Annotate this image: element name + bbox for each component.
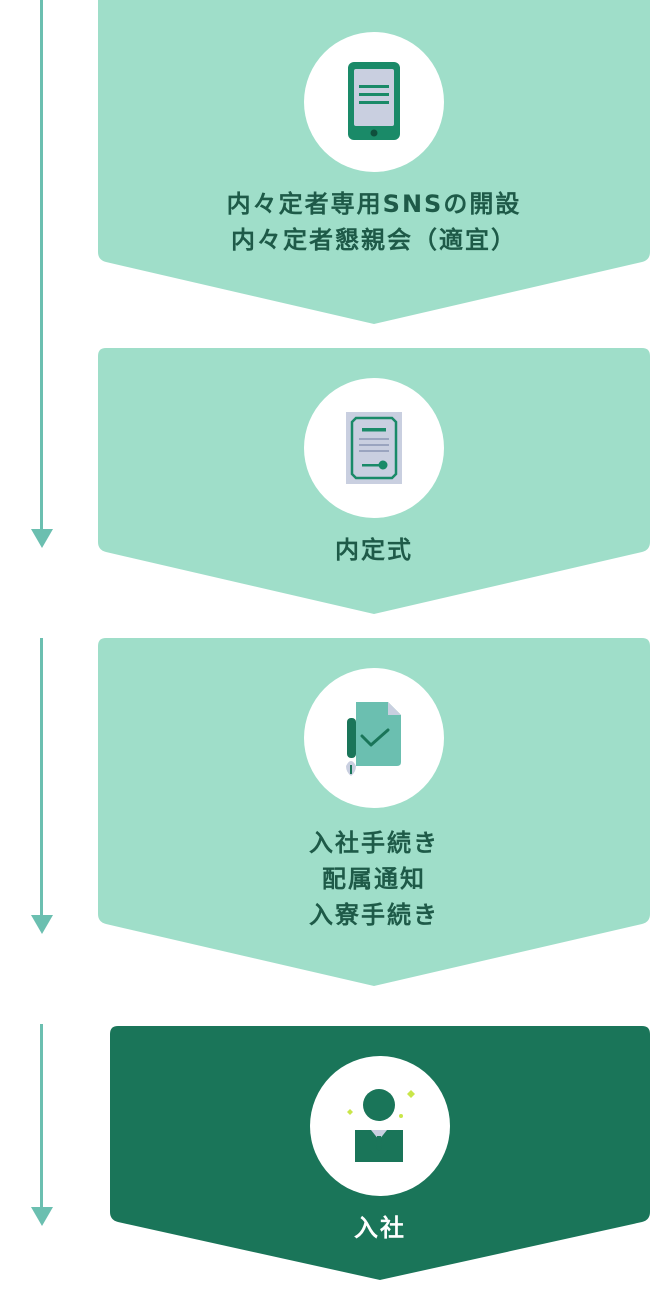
step-joining-company: 入社 bbox=[110, 1026, 650, 1280]
step-label-line: 内々定者専用SNSの開設 bbox=[226, 190, 522, 218]
step-label-line: 内々定者懇親会（適宜） bbox=[231, 226, 517, 254]
step-label-line: 入社手続き bbox=[309, 829, 439, 857]
step-label-line: 入寮手続き bbox=[309, 901, 439, 929]
icon-circle bbox=[304, 32, 444, 172]
step-sns-gathering: 内々定者専用SNSの開設 内々定者懇親会（適宜） bbox=[98, 0, 650, 324]
timeline-arrow-head-2 bbox=[31, 915, 53, 934]
step-naitei-ceremony: 内定式 bbox=[98, 348, 650, 614]
step-panel bbox=[98, 638, 650, 986]
step-label: 内定式 bbox=[98, 532, 650, 568]
icon-circle bbox=[310, 1056, 450, 1196]
signed-document-icon bbox=[346, 702, 401, 776]
step-label-line: 配属通知 bbox=[322, 865, 426, 893]
step-label: 入社手続き 配属通知 入寮手続き bbox=[98, 825, 650, 933]
timeline-arrow-line-3 bbox=[40, 1024, 43, 1210]
timeline-arrow-line-1 bbox=[40, 0, 43, 532]
step-label-line: 入社 bbox=[354, 1214, 406, 1242]
icon-circle bbox=[304, 378, 444, 518]
step-label-line: 内定式 bbox=[335, 536, 413, 564]
new-employee-icon bbox=[347, 1089, 415, 1162]
smartphone-icon bbox=[348, 62, 400, 140]
certificate-icon bbox=[346, 412, 402, 484]
step-onboarding-procedures: 入社手続き 配属通知 入寮手続き bbox=[98, 638, 650, 986]
icon-circle bbox=[304, 668, 444, 808]
step-label: 内々定者専用SNSの開設 内々定者懇親会（適宜） bbox=[98, 186, 650, 258]
timeline-arrow-head-3 bbox=[31, 1207, 53, 1226]
step-label: 入社 bbox=[110, 1210, 650, 1246]
timeline-arrow-head-1 bbox=[31, 529, 53, 548]
timeline-arrow-line-2 bbox=[40, 638, 43, 918]
